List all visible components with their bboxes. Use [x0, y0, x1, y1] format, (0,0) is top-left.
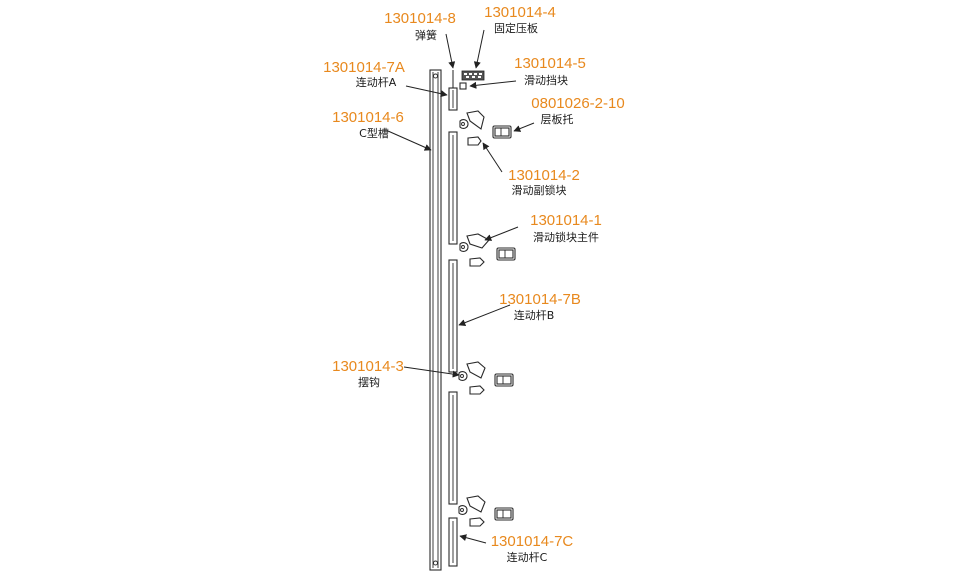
link-rod-lower-part — [448, 391, 458, 505]
label-shelf-bracket-name: 层板托 — [541, 112, 574, 126]
lock-assembly-1 — [459, 110, 512, 146]
fixed-plate-part — [461, 70, 485, 81]
link-rod-upper-part — [448, 131, 458, 245]
label-spring-name: 弹簧 — [415, 28, 437, 42]
label-slide-sub-lock-code: 1301014-2 — [508, 167, 580, 184]
label-link-rod-b-name: 连动杆B — [514, 308, 555, 322]
label-link-rod-b-code: 1301014-7B — [499, 291, 581, 308]
part-labels: 1301014-8 弹簧 1301014-4 固定压板 1301014-7A 连… — [323, 4, 625, 564]
lock-assembly-2 — [459, 233, 516, 267]
label-swing-hook-name: 摆钩 — [358, 375, 380, 389]
lock-assembly-4 — [458, 495, 514, 527]
label-c-channel-code: 1301014-6 — [332, 109, 404, 126]
label-link-rod-c-name: 连动杆C — [507, 550, 548, 564]
slide-stop-part — [459, 82, 467, 90]
label-link-rod-c-code: 1301014-7C — [491, 533, 574, 550]
link-rod-a-part — [448, 87, 458, 111]
label-link-rod-a-name: 连动杆A — [356, 75, 397, 89]
c-channel-part — [429, 69, 442, 571]
lock-assembly-3 — [458, 361, 514, 395]
link-rod-b-part — [448, 259, 458, 373]
label-slide-lock-main-name: 滑动锁块主件 — [533, 230, 599, 244]
label-c-channel-name: C型槽 — [359, 126, 389, 140]
label-fixed-plate-name: 固定压板 — [494, 21, 538, 35]
leader-lines — [387, 29, 535, 544]
label-slide-sub-lock-name: 滑动副锁块 — [512, 183, 567, 197]
link-rod-c-part — [448, 517, 458, 567]
label-link-rod-a-code: 1301014-7A — [323, 59, 405, 76]
label-spring-code: 1301014-8 — [384, 10, 456, 27]
label-shelf-bracket-code: 0801026-2-10 — [531, 95, 624, 112]
label-fixed-plate-code: 1301014-4 — [484, 4, 556, 21]
label-swing-hook-code: 1301014-3 — [332, 358, 404, 375]
label-slide-lock-main-code: 1301014-1 — [530, 212, 602, 229]
label-slide-stop-code: 1301014-5 — [514, 55, 586, 72]
label-slide-stop-name: 滑动挡块 — [524, 73, 568, 87]
